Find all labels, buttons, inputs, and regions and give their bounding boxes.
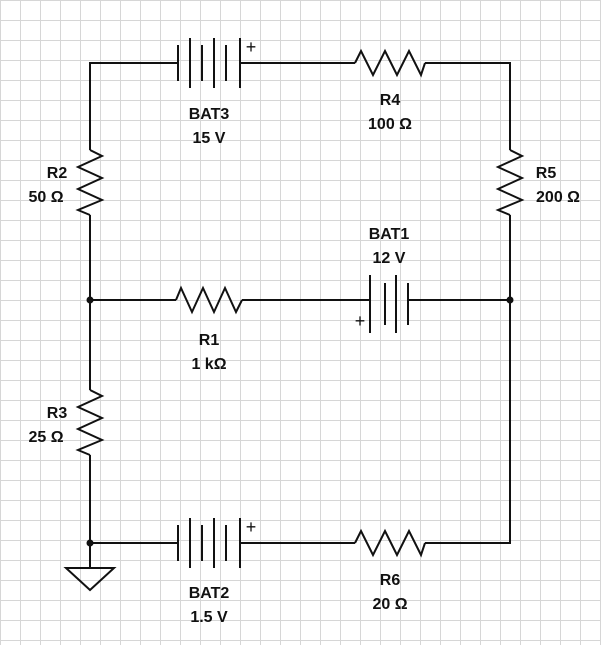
resistor-r4 [354, 48, 426, 78]
resistor-r5-value: 200 Ω [536, 189, 580, 206]
battery-bat2-value: 1.5 V [190, 609, 228, 626]
battery-bat3-name: BAT3 [189, 106, 230, 123]
resistor-r6 [354, 528, 426, 558]
battery-bat2 [177, 518, 241, 568]
resistor-r4-name: R4 [380, 92, 401, 109]
wire-left-lower [89, 455, 178, 544]
resistor-r2 [75, 149, 105, 216]
battery-bat2-polarity: + [246, 517, 257, 537]
wire-top-left [89, 62, 178, 150]
wires [89, 62, 511, 568]
resistor-r6-name: R6 [380, 572, 401, 589]
resistor-r3 [75, 389, 105, 456]
resistor-r1 [175, 285, 243, 315]
junction-dot-ground [86, 539, 94, 547]
battery-bat1-name: BAT1 [369, 226, 410, 243]
ground-icon [63, 567, 117, 592]
resistor-r2-value: 50 Ω [28, 189, 63, 206]
resistor-r1-value: 1 kΩ [191, 356, 226, 373]
battery-bat2-name: BAT2 [189, 585, 230, 602]
resistor-r5-name: R5 [536, 165, 557, 182]
resistor-r1-name: R1 [199, 332, 220, 349]
resistor-r5 [495, 149, 525, 216]
junction-dot-left [86, 296, 94, 304]
resistor-r6-value: 20 Ω [372, 596, 407, 613]
battery-bat3-polarity: + [246, 37, 257, 57]
resistor-r3-value: 25 Ω [28, 429, 63, 446]
resistor-r2-name: R2 [47, 165, 68, 182]
battery-bat1 [369, 275, 409, 333]
battery-bat3-value: 15 V [193, 130, 226, 147]
resistor-r3-name: R3 [47, 405, 68, 422]
wire-top-right [425, 62, 511, 150]
wire-right-lower [425, 215, 511, 544]
battery-bat1-value: 12 V [373, 250, 406, 267]
battery-bat1-polarity: + [355, 311, 366, 331]
resistor-r4-value: 100 Ω [368, 116, 412, 133]
junction-dot-right [506, 296, 514, 304]
battery-bat3 [177, 38, 241, 88]
